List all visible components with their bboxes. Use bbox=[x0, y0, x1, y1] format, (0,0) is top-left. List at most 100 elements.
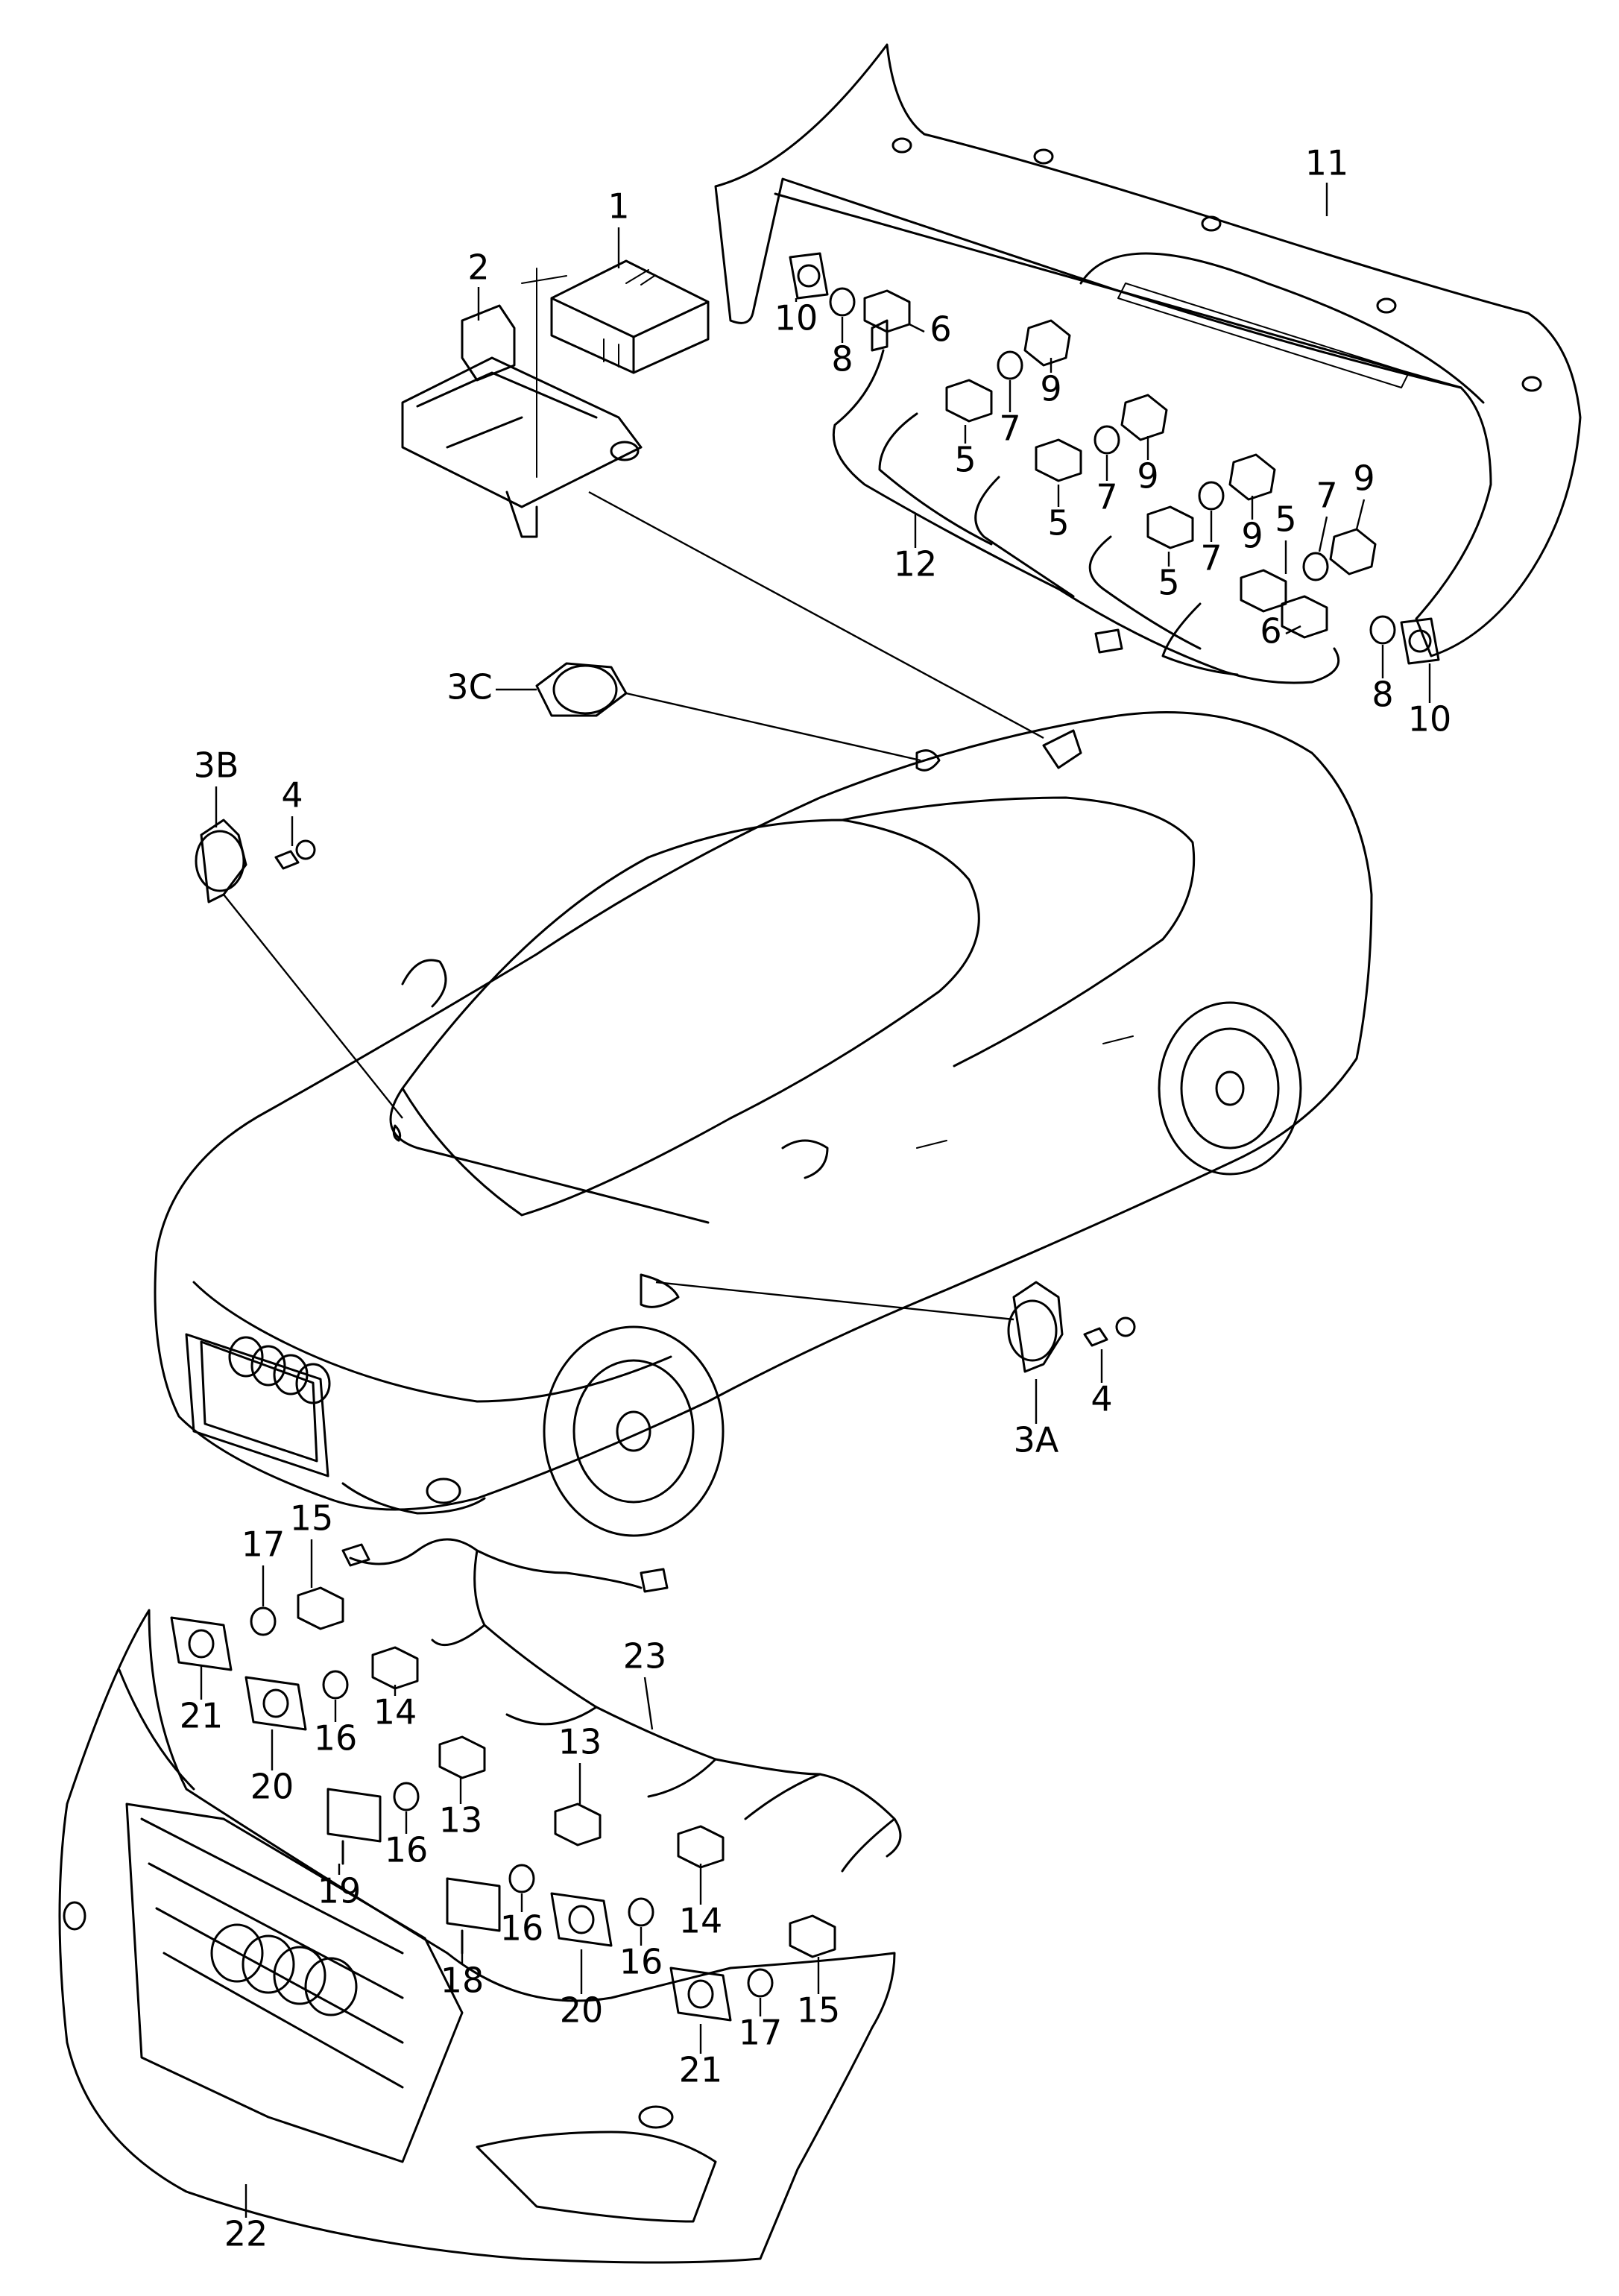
label-text-12: 12 bbox=[894, 544, 938, 584]
front-rings bbox=[250, 1606, 774, 1998]
label-text-5b: 5 bbox=[1047, 503, 1069, 543]
label-19: 19 bbox=[318, 1864, 361, 1911]
label-text-17a: 17 bbox=[242, 1524, 285, 1565]
label-2: 2 bbox=[467, 247, 490, 321]
label-15b: 15 bbox=[797, 1957, 841, 2031]
front-bumper bbox=[58, 1609, 896, 2264]
label-4b: 4 bbox=[1091, 1349, 1113, 1419]
label-text-8b: 8 bbox=[1372, 675, 1393, 715]
label-21a: 21 bbox=[180, 1666, 224, 1736]
label-21b: 21 bbox=[679, 2024, 723, 2090]
rear-sensor-holder-left bbox=[789, 252, 829, 300]
label-text-13b: 13 bbox=[558, 1722, 602, 1762]
label-text-7b: 7 bbox=[1096, 477, 1117, 517]
label-11: 11 bbox=[1305, 143, 1349, 216]
label-6a: 6 bbox=[909, 309, 952, 350]
label-text-4a: 4 bbox=[281, 775, 303, 816]
label-text-21a: 21 bbox=[180, 1696, 224, 1736]
label-text-8a: 8 bbox=[831, 339, 853, 379]
rear-wiring-harness bbox=[832, 319, 1340, 684]
label-text-5c: 5 bbox=[1158, 563, 1179, 603]
front-housings bbox=[170, 1616, 732, 2022]
label-text-15a: 15 bbox=[290, 1498, 334, 1539]
label-text-9a: 9 bbox=[1040, 369, 1061, 409]
label-22: 22 bbox=[224, 2184, 268, 2254]
label-text-20b: 20 bbox=[560, 1990, 604, 2031]
label-20b: 20 bbox=[560, 1949, 604, 2031]
front-sensors bbox=[297, 1586, 836, 1958]
rear-bumper bbox=[714, 43, 1582, 657]
label-text-22: 22 bbox=[224, 2214, 268, 2254]
label-text-3b: 3B bbox=[194, 745, 239, 786]
label-text-9d: 9 bbox=[1353, 458, 1375, 499]
label-text-3a: 3A bbox=[1014, 1420, 1059, 1460]
rear-sensor-holder-right bbox=[1400, 617, 1440, 665]
label-17a: 17 bbox=[242, 1524, 285, 1606]
label-8a: 8 bbox=[831, 317, 853, 379]
label-text-16c: 16 bbox=[500, 1908, 544, 1949]
label-9a: 9 bbox=[1040, 358, 1062, 409]
rivet-4b bbox=[1083, 1316, 1136, 1347]
label-text-2: 2 bbox=[467, 247, 489, 288]
label-text-15b: 15 bbox=[797, 1990, 841, 2031]
label-16a: 16 bbox=[314, 1700, 358, 1759]
label-14a: 14 bbox=[373, 1685, 417, 1732]
label-16c: 16 bbox=[500, 1893, 544, 1949]
label-text-6a: 6 bbox=[930, 309, 951, 350]
label-7a: 7 bbox=[999, 380, 1021, 449]
label-text-14b: 14 bbox=[679, 1901, 723, 1941]
label-4a: 4 bbox=[281, 775, 303, 846]
label-text-14a: 14 bbox=[373, 1692, 417, 1732]
label-10a: 10 bbox=[774, 298, 818, 338]
label-text-16a: 16 bbox=[314, 1718, 358, 1759]
label-15a: 15 bbox=[290, 1498, 334, 1588]
label-17b: 17 bbox=[739, 1998, 783, 2053]
sensor-3a bbox=[655, 1281, 1064, 1373]
label-text-10b: 10 bbox=[1408, 699, 1452, 739]
label-text-23: 23 bbox=[623, 1636, 667, 1677]
label-5b: 5 bbox=[1047, 485, 1070, 543]
label-16b: 16 bbox=[385, 1811, 429, 1870]
label-7c: 7 bbox=[1200, 511, 1222, 578]
label-text-16d: 16 bbox=[619, 1942, 663, 1982]
label-text-16b: 16 bbox=[385, 1830, 429, 1870]
label-text-18: 18 bbox=[441, 1961, 485, 2001]
label-text-3c: 3C bbox=[446, 667, 492, 707]
label-text-10a: 10 bbox=[774, 298, 818, 338]
label-3c: 3C bbox=[446, 667, 537, 707]
front-brackets bbox=[326, 1788, 501, 1955]
sensor-3b bbox=[195, 819, 403, 1119]
label-5c: 5 bbox=[1158, 552, 1180, 603]
label-text-7a: 7 bbox=[999, 409, 1020, 449]
label-5d: 5 bbox=[1275, 499, 1297, 574]
sensor-3c bbox=[535, 662, 921, 762]
leader-bracket-to-car bbox=[588, 491, 1044, 739]
rear-rings bbox=[829, 287, 1396, 645]
front-wiring-harness bbox=[341, 1538, 902, 1873]
label-text-7c: 7 bbox=[1200, 538, 1222, 578]
label-16d: 16 bbox=[619, 1927, 663, 1982]
label-10b: 10 bbox=[1408, 663, 1452, 739]
label-1: 1 bbox=[607, 186, 630, 268]
label-text-17b: 17 bbox=[739, 2013, 783, 2053]
label-23: 23 bbox=[623, 1636, 667, 1730]
label-text-9b: 9 bbox=[1137, 456, 1158, 496]
rivet-4a bbox=[274, 839, 316, 870]
label-text-21b: 21 bbox=[679, 2050, 723, 2090]
label-6b: 6 bbox=[1260, 611, 1301, 652]
label-9c: 9 bbox=[1241, 496, 1263, 556]
label-9d: 9 bbox=[1353, 458, 1375, 530]
label-text-11: 11 bbox=[1305, 143, 1349, 183]
label-8b: 8 bbox=[1372, 645, 1394, 715]
label-9b: 9 bbox=[1137, 436, 1159, 496]
label-text-20a: 20 bbox=[250, 1767, 294, 1807]
label-text-7d: 7 bbox=[1316, 476, 1337, 516]
control-unit bbox=[550, 259, 710, 374]
label-text-5a: 5 bbox=[954, 440, 976, 480]
label-20a: 20 bbox=[250, 1729, 294, 1807]
label-3b: 3B bbox=[194, 745, 239, 827]
label-3a: 3A bbox=[1014, 1379, 1059, 1460]
label-text-6b: 6 bbox=[1260, 611, 1281, 652]
